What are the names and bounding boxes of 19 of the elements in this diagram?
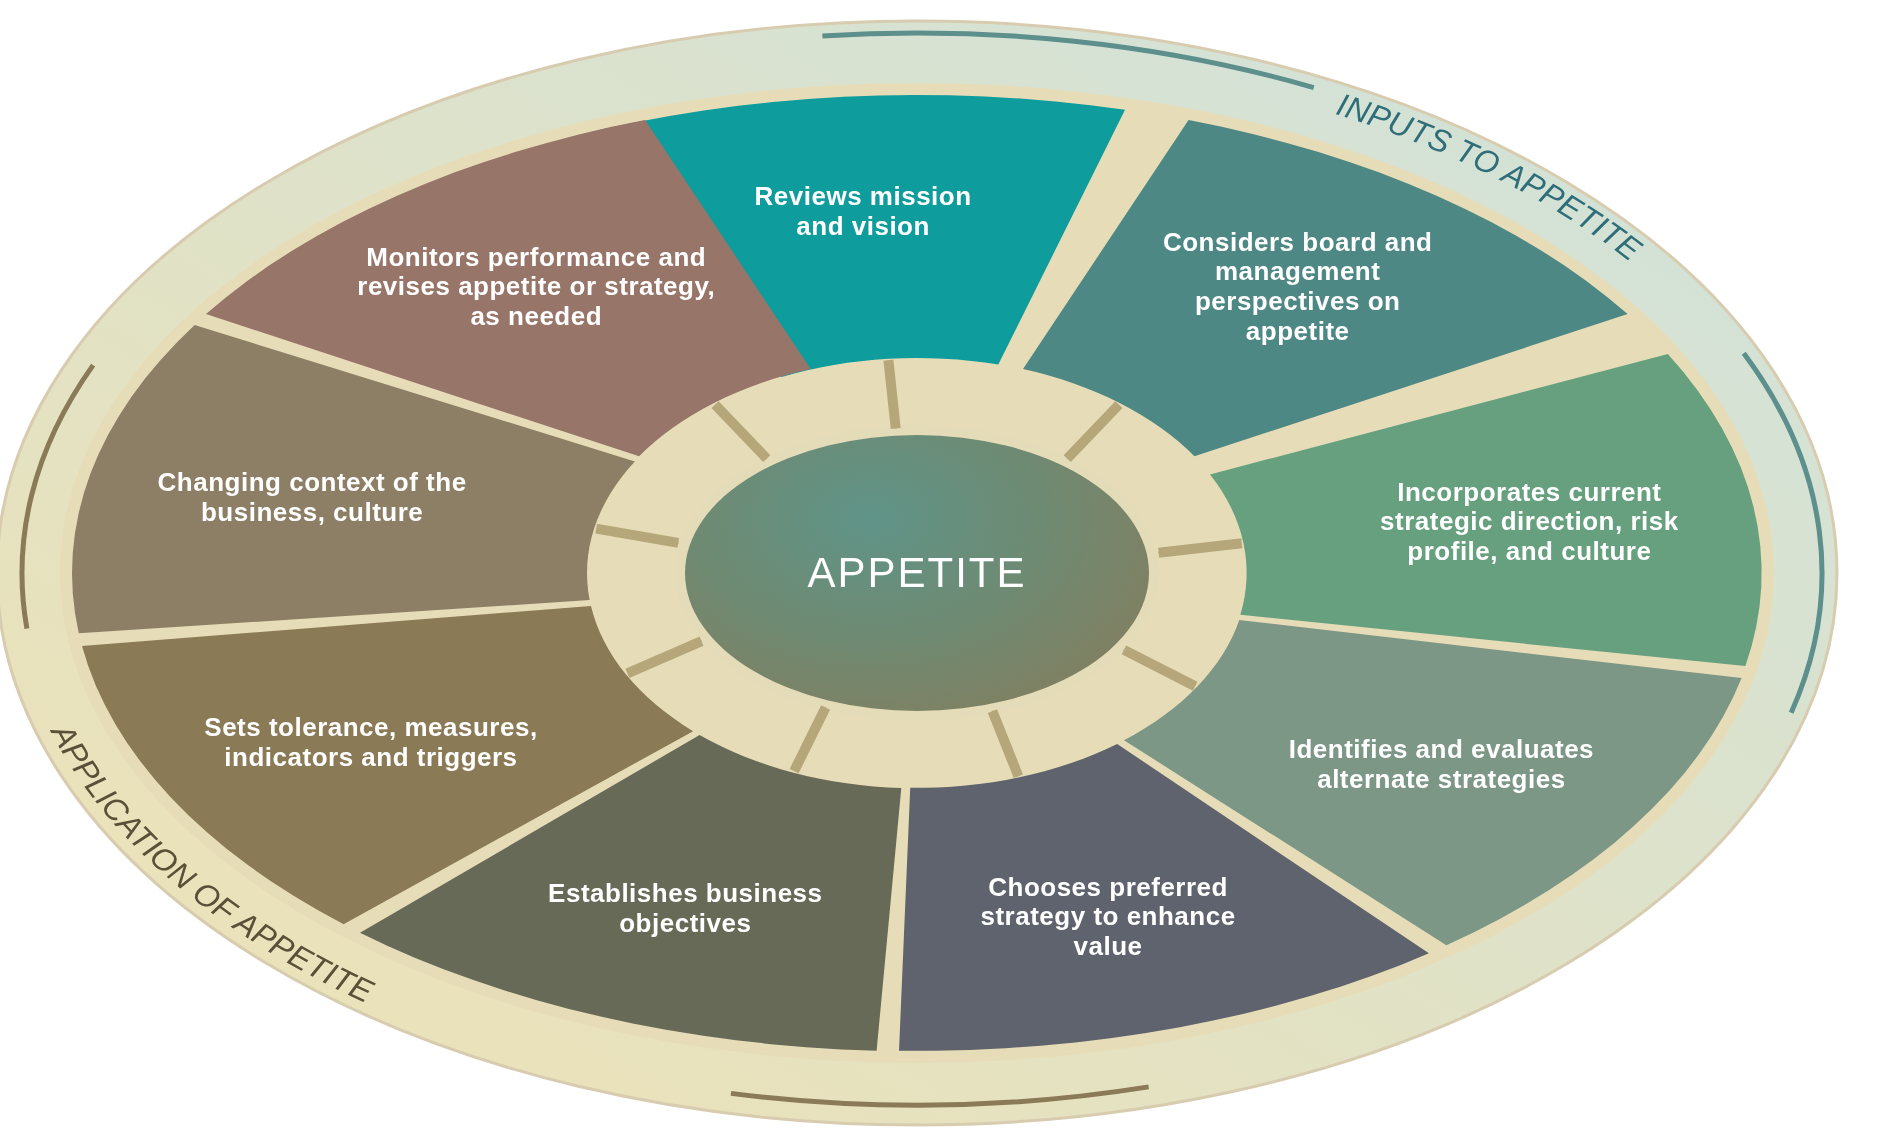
arrow [883,359,901,430]
segment-text: Incorporates current strategic direction, risk profile, and culture [1379,477,1680,568]
segment-text: Reviews mission and vision [753,182,973,242]
segment-text: Establishes business objectives [547,879,824,939]
segment-text: Sets tolerance, measures, indicators and triggers [203,713,539,773]
arrow [987,709,1023,779]
segment-text: Identifies and evaluates alternate strategies [1287,735,1596,795]
arrow [711,401,771,463]
arrow [1157,538,1243,558]
arrow [595,523,680,548]
arrow [1121,645,1198,691]
arrow [625,636,704,678]
arrow [789,705,831,774]
segment-text: Considers board and management perspectives on appetite [1161,227,1434,348]
segment-text: Monitors performance and revises appetite or strategy, as needed [356,242,717,333]
arrow [1063,401,1123,463]
segment-text: Chooses preferred strategy to enhance value [979,872,1237,963]
center-label: APPETITE [807,549,1027,597]
segment-text: Changing context of the business, culture [156,467,468,528]
